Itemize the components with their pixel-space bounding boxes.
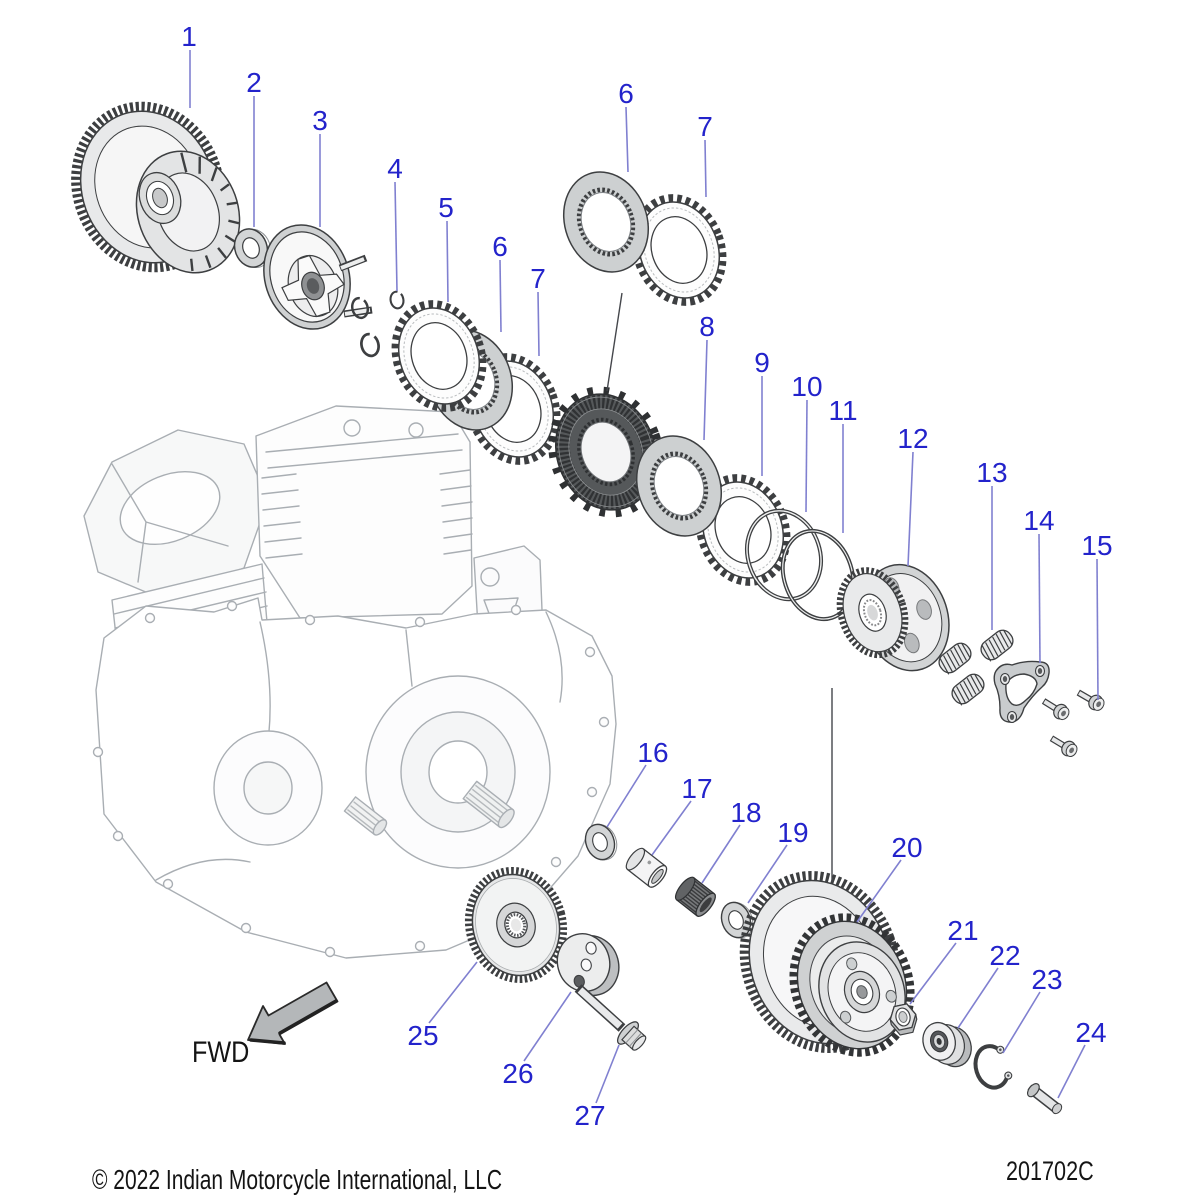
callout-leader [625, 106, 629, 173]
copyright-text: © 2022 Indian Motorcycle International, … [92, 1164, 503, 1195]
part-24-pin [1026, 1083, 1063, 1115]
part-02-washer [233, 228, 272, 269]
callout-leader [747, 844, 788, 904]
callout-number: 2 [246, 67, 262, 98]
callout-number: 5 [438, 192, 454, 223]
callout-number: 4 [387, 153, 403, 184]
engine-illustration [83, 405, 617, 959]
part-18-needle-bearing [674, 876, 716, 917]
callout-leader [957, 967, 999, 1029]
callout-number: 25 [407, 1020, 438, 1051]
callout-number: 21 [947, 915, 978, 946]
part-21-nut [889, 1003, 918, 1036]
callout-leader [856, 859, 902, 923]
callout-leader [446, 220, 449, 303]
callout-number: 7 [530, 263, 546, 294]
callout-number: 22 [989, 940, 1020, 971]
callout-leader [1096, 558, 1099, 701]
part-14-retainer-plate [993, 660, 1050, 724]
part-27-bolt [574, 984, 647, 1051]
callout-number: 9 [754, 347, 770, 378]
callout-leader [909, 942, 957, 1005]
callout-number: 13 [976, 457, 1007, 488]
part-04-ring [388, 289, 406, 311]
callout-leader [1057, 1044, 1086, 1099]
callout-leader [428, 961, 478, 1024]
callout-leader [704, 139, 707, 198]
callout-number: 6 [492, 231, 508, 262]
callout-leader [651, 800, 692, 856]
part-13-spring [947, 670, 989, 708]
callout-leader [703, 339, 708, 441]
callout-number: 16 [637, 737, 668, 768]
part-23-circlip [973, 1044, 1013, 1090]
callout-number: 15 [1081, 530, 1112, 561]
callout-number: 20 [891, 832, 922, 863]
callout-number: 11 [828, 395, 857, 426]
callout-number: 10 [791, 371, 822, 402]
callout-number: 18 [730, 797, 761, 828]
callout-leader [907, 451, 914, 567]
callout-number: 3 [312, 105, 328, 136]
fwd-label: FWD [192, 1035, 249, 1069]
callout-leader [537, 291, 540, 357]
callout-number: 23 [1031, 964, 1062, 995]
part-11-ring [780, 528, 856, 622]
part-26-retainer-disc [556, 933, 620, 997]
callout-leader [499, 259, 502, 333]
callout-number: 7 [697, 111, 713, 142]
callout-leader [805, 399, 808, 513]
callout-number: 17 [681, 773, 712, 804]
part-snap-ring-b [357, 330, 383, 360]
part-17-bushing [625, 847, 668, 888]
callout-leader [595, 1044, 620, 1104]
part-10-wire-ring [745, 508, 823, 602]
callout-number: 27 [574, 1100, 605, 1131]
callout-number: 26 [502, 1058, 533, 1089]
callout-number: 24 [1075, 1017, 1106, 1048]
part-15-bolt [1075, 686, 1107, 713]
callout-number: 6 [618, 78, 634, 109]
assembly-line [606, 292, 623, 392]
part-01-clutch-basket [71, 101, 241, 274]
callout-leader [394, 181, 398, 292]
part-15-bolt [1040, 695, 1072, 723]
part-20-clutch-assembly [739, 871, 915, 1057]
parts-layer [71, 101, 1107, 1115]
part-13-spring [976, 626, 1018, 664]
callout-leader [701, 824, 741, 884]
callout-leader [1038, 533, 1041, 664]
part-03-pressure-hub [263, 224, 373, 330]
part-plate-stack [548, 386, 664, 518]
callout-number: 14 [1023, 505, 1054, 536]
callout-leader [523, 991, 572, 1062]
fwd-arrow-icon [247, 981, 339, 1045]
callout-number: 19 [777, 817, 808, 848]
part-25-gear [464, 866, 568, 984]
part-15-bolt [1048, 732, 1080, 760]
part-22-lifter [922, 1021, 972, 1068]
callout-leader [1002, 991, 1041, 1054]
part-12-clutch-hub [836, 563, 950, 672]
callout-leader [606, 764, 647, 828]
callout-number: 12 [897, 423, 928, 454]
callout-number: 8 [699, 311, 715, 342]
assembly-indicator-lines [606, 292, 833, 882]
diagram-code: 201702C [1006, 1156, 1094, 1186]
callout-number: 1 [181, 21, 197, 52]
